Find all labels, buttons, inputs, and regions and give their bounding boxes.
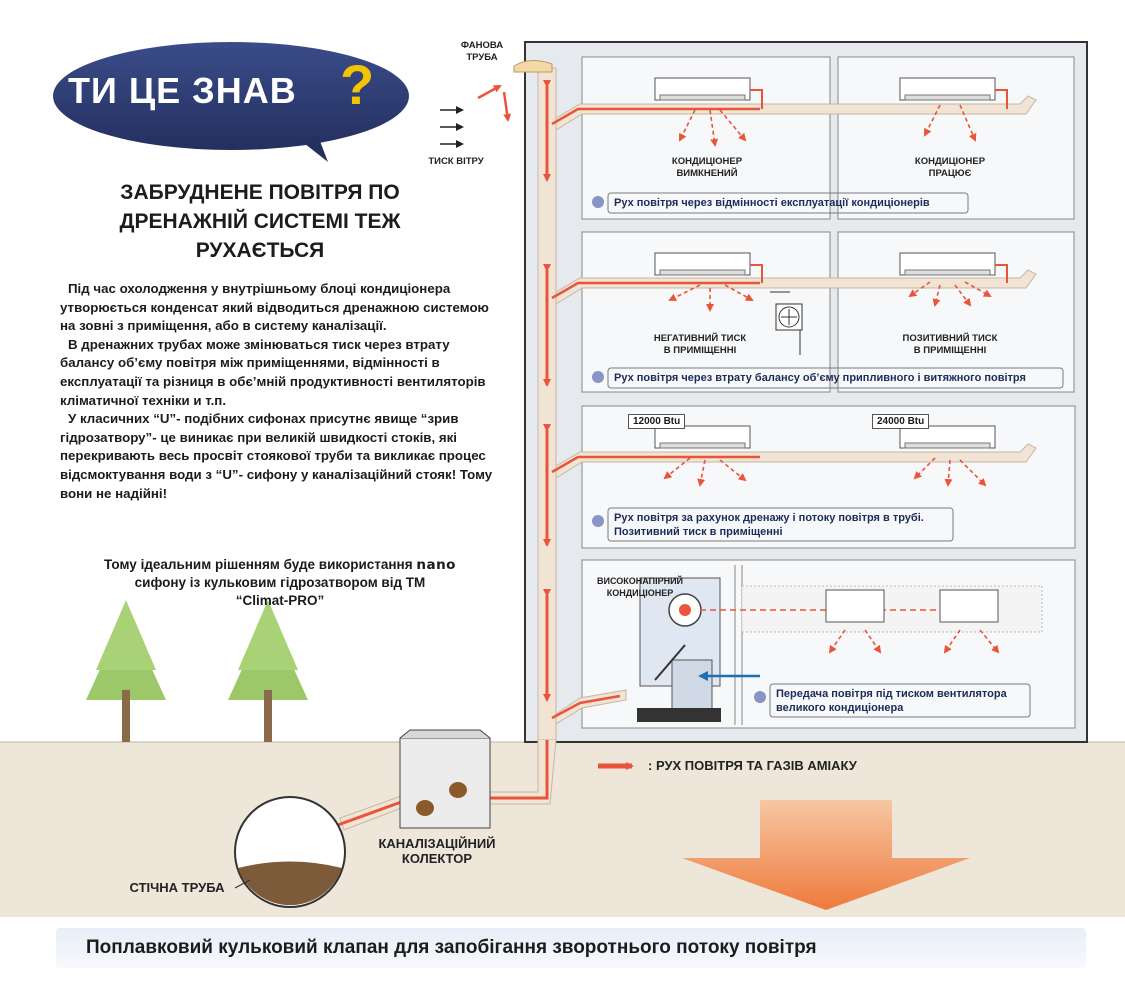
note-boxes (607, 192, 1064, 718)
sewer-collector (399, 729, 491, 829)
sewer-pipe-label: СТІЧНА ТРУБА (129, 880, 225, 895)
ac-unit-on (899, 77, 1008, 109)
label-line: КОНДИЦІОНЕР (914, 156, 986, 167)
body-text: Під час охолодження у внутрішньому блоці… (60, 280, 500, 503)
label-line: В ПРИМІЩЕННІ (663, 345, 737, 356)
negative-pressure-label: НЕГАТИВНИЙ ТИСК В ПРИМІЩЕННІ (635, 333, 765, 357)
paragraph: Під час охолодження у внутрішньому блоці… (60, 281, 489, 334)
note-line: великого кондиціонера (776, 702, 904, 714)
supply-grilles (825, 589, 999, 623)
ac-off-label: КОНДИЦІОНЕР ВИМКНЕНИЙ (652, 156, 762, 180)
label-line: ВИМКНЕНИЙ (676, 168, 738, 179)
high-capacity-ac-label: ВИСОКОНАПІРНИЙ КОНДИЦІОНЕР (590, 575, 690, 599)
paragraph: У класичних “U”- подібних сифонах присут… (60, 411, 493, 501)
headline: ЗАБРУДНЕНЕ ПОВІТРЯ ПО ДРЕНАЖНІЙ СИСТЕМІ … (60, 178, 460, 265)
exhaust-fan-icon (775, 303, 803, 355)
paragraph: В дренажних трубах може змінюваться тиск… (60, 336, 486, 408)
ac-unit-off (654, 77, 763, 109)
sewer-pipe (234, 796, 346, 908)
note-bullets (592, 196, 766, 703)
note-line: Передача повітря під тиском вентилятора (776, 688, 1007, 700)
fan-pipe-label: ФАНОВА ТРУБА (452, 40, 512, 64)
headline-line: ЗАБРУДНЕНЕ ПОВІТРЯ ПО (120, 181, 400, 204)
note-line: Позитивний тиск в приміщенні (614, 526, 783, 538)
note-ac-operation: Рух повітря через відмінності експлуатац… (614, 197, 930, 209)
ac-unit-24000 (899, 425, 996, 449)
label-line: В ПРИМІЩЕННІ (913, 345, 987, 356)
note-line: Рух повітря за рахунок дренажу і потоку … (614, 512, 924, 524)
sewer-collector-label: КАНАЛІЗАЦІЙНИЙ КОЛЕКТОР (362, 836, 512, 866)
label-line: ФАНОВА (460, 40, 504, 51)
ground (0, 742, 1125, 917)
label-line: НЕГАТИВНИЙ ТИСК (653, 333, 747, 344)
conclusion-line: сифону із кульковим гідрозатвором від ТМ (134, 575, 426, 590)
legend-label: : РУХ ПОВІТРЯ ТА ГАЗІВ АМІАКУ (648, 758, 857, 773)
ac-on-label: КОНДИЦІОНЕР ПРАЦЮЄ (895, 156, 1005, 180)
btu-12000-label: 12000 Btu (628, 414, 686, 429)
tree-icon (228, 600, 308, 742)
nano-brand: nano (416, 557, 456, 573)
speech-bubble (53, 42, 409, 162)
high-capacity-ac (637, 577, 721, 722)
label-line: КОНДИЦІОНЕР (671, 156, 743, 167)
note-air-balance: Рух повітря через втрату балансу об’єму … (614, 372, 1026, 384)
btu-24000-label: 24000 Btu (872, 414, 930, 429)
ac-unit-12000 (654, 425, 751, 449)
label-line: КАНАЛІЗАЦІЙНИЙ (378, 836, 496, 851)
label-line: ТРУБА (466, 52, 498, 63)
label-line: КОНДИЦІОНЕР (606, 588, 674, 598)
ac-unit-positive (899, 252, 1008, 283)
drain-branches (555, 95, 1037, 725)
label-line: ВИСОКОНАПІРНИЙ (596, 576, 684, 586)
footer-banner (56, 928, 1086, 968)
note-fan-pressure: Передача повітря під тиском вентилятора … (776, 687, 1007, 715)
wind-pressure-label: ТИСК ВІТРУ (428, 156, 484, 167)
bubble-question-mark: ? (340, 53, 375, 116)
headline-line: РУХАЄТЬСЯ (195, 239, 325, 262)
conclusion: Тому ідеальним рішенням буде використанн… (55, 556, 505, 610)
conclusion-line: Тому ідеальним рішенням буде використанн… (104, 557, 417, 572)
tree-icon (86, 600, 166, 742)
note-drain-flow: Рух повітря за рахунок дренажу і потоку … (614, 511, 924, 539)
positive-pressure-label: ПОЗИТИВНИЙ ТИСК В ПРИМІЩЕННІ (885, 333, 1015, 357)
footer-text: Поплавковий кульковий клапан для запобіг… (86, 937, 817, 958)
label-line: ПОЗИТИВНИЙ ТИСК (902, 333, 998, 344)
big-down-arrow (682, 800, 970, 910)
ac-unit-negative (654, 252, 763, 283)
wind-arrows (440, 106, 464, 148)
conclusion-line: “Climat-PRO” (235, 593, 325, 608)
bubble-title: ТИ ЦЕ ЗНАВ (68, 70, 297, 111)
label-line: ПРАЦЮЄ (928, 168, 972, 179)
label-line: КОЛЕКТОР (401, 851, 473, 866)
headline-line: ДРЕНАЖНІЙ СИСТЕМІ ТЕЖ (119, 210, 401, 233)
